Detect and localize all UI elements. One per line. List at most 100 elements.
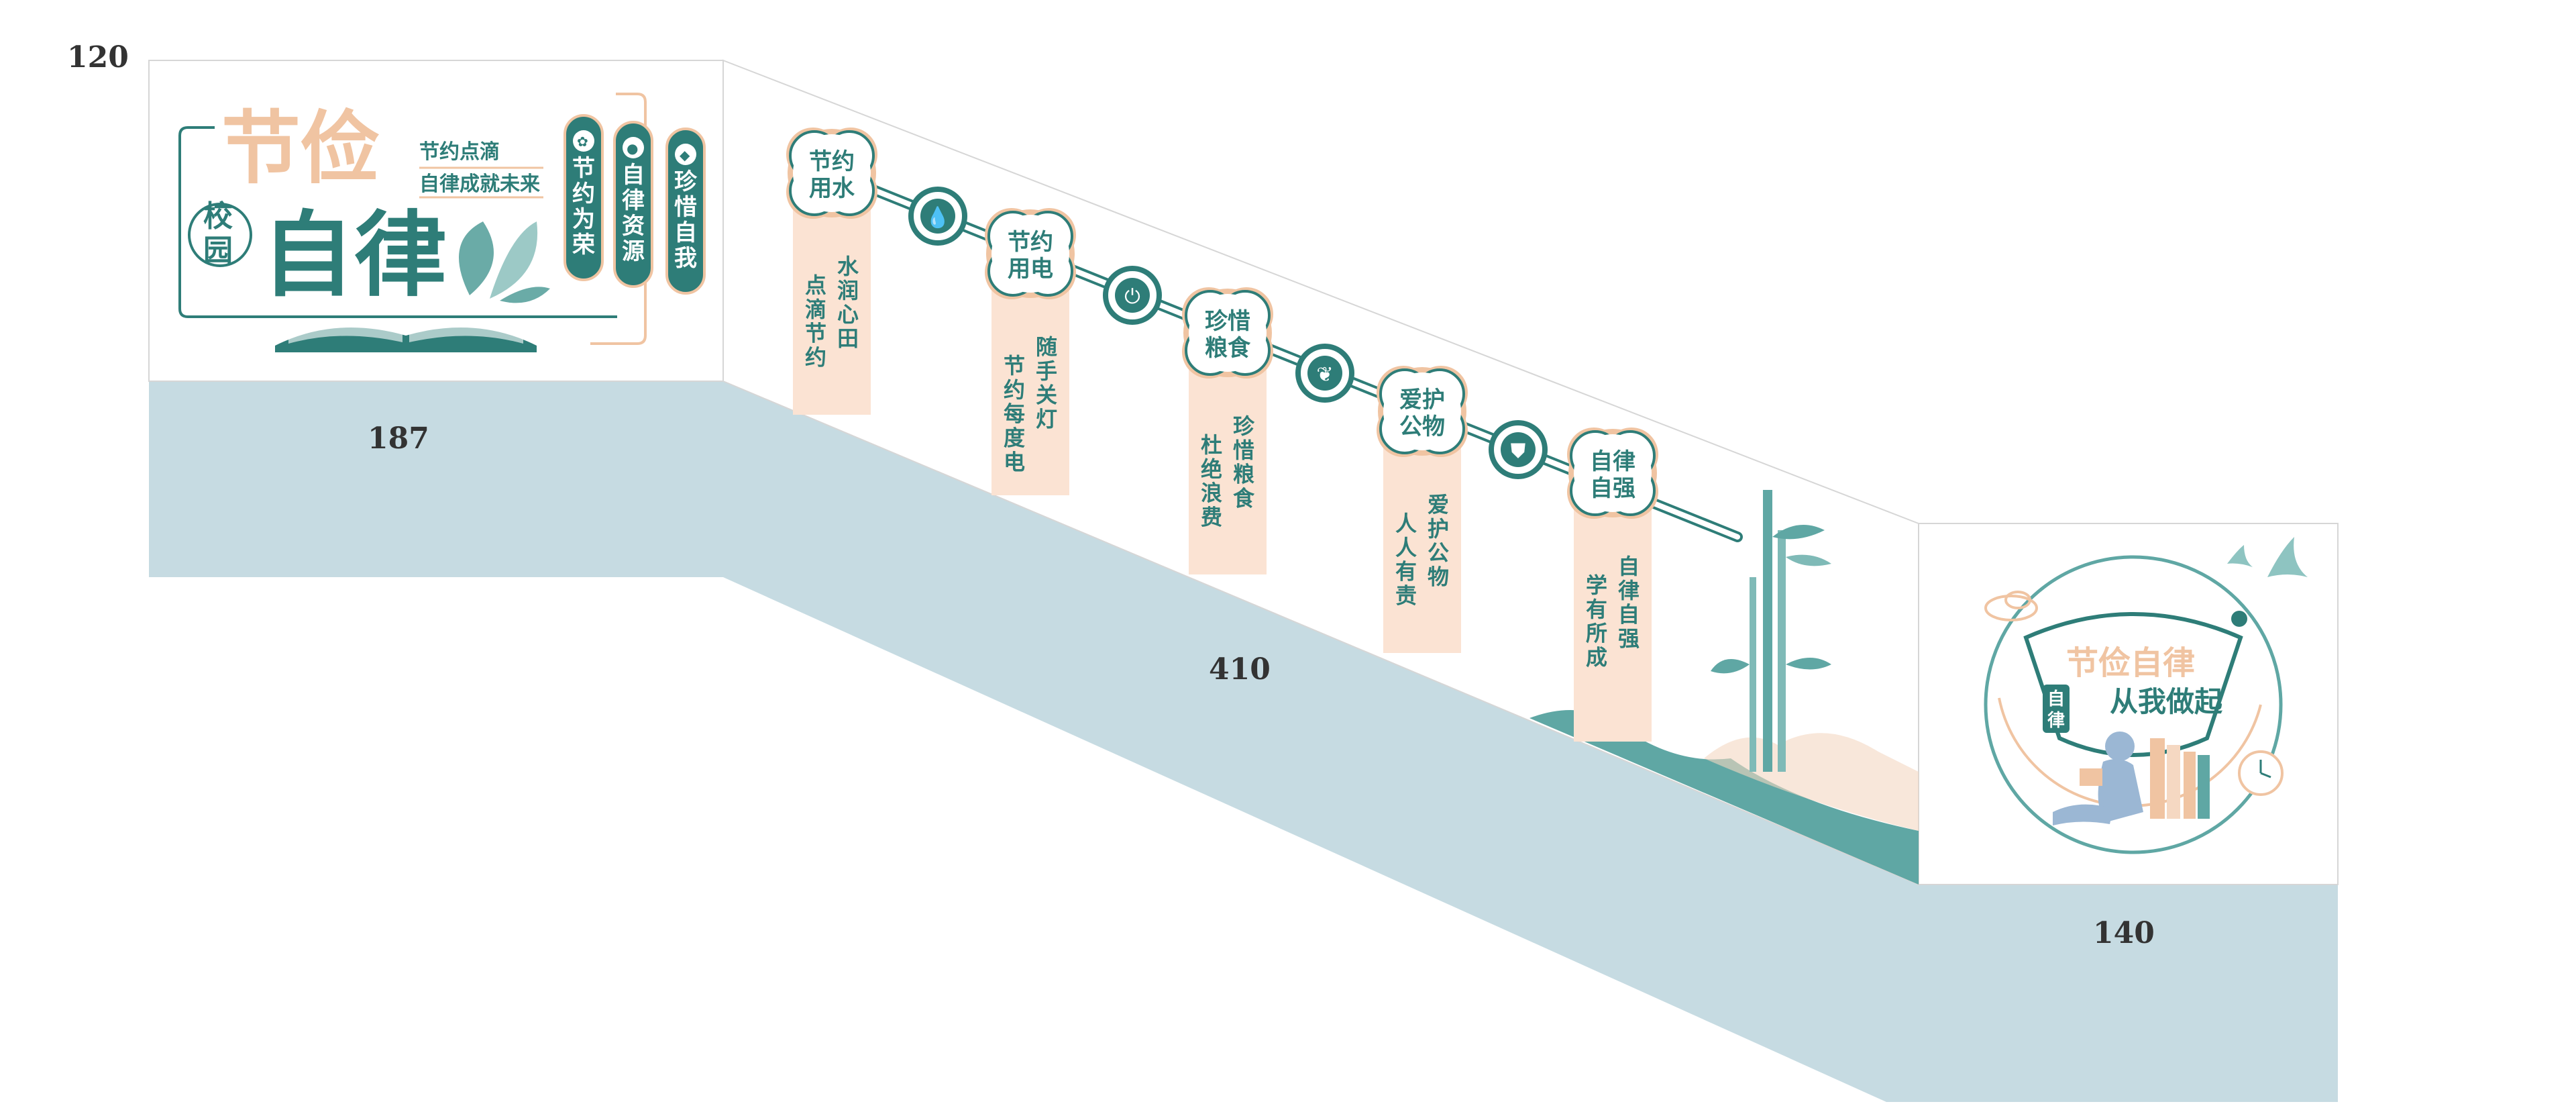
plug-icon: ⏻: [1103, 266, 1162, 325]
right-title: 节俭自律: [2066, 644, 2195, 682]
verse-line-2-char: 滴: [805, 297, 826, 322]
water-drop-icon: 💧: [908, 187, 967, 246]
verse-line-2-char: 绝: [1201, 456, 1222, 482]
verse-line-2-char: 节: [1004, 353, 1025, 379]
verse-line-1-char: 润: [837, 278, 859, 303]
tag-1: ✿: [564, 114, 604, 281]
verse-line-2-char: 每: [1004, 401, 1025, 427]
verse-line-2-char: 节: [805, 321, 826, 346]
verse-line-2-char: 责: [1395, 583, 1417, 609]
verse-line-1-char: 自: [1618, 602, 1640, 627]
dimension-left-width: 187: [368, 421, 429, 456]
verse-line-1-char: 护: [1428, 516, 1449, 542]
school-char-1: 校: [203, 199, 233, 234]
verse-line-2-char: 浪: [1201, 481, 1222, 506]
verse-line-2-char: 约: [805, 345, 826, 370]
verse-line-2-char: 度: [1004, 425, 1025, 451]
verse-line-2-char: 杜: [1201, 432, 1222, 458]
wheat-icon-glyph: ❦: [1316, 363, 1333, 387]
verse-line-2-char: 人: [1395, 511, 1417, 536]
school-badge: [188, 203, 252, 267]
tag-2-label-char: 资: [622, 213, 645, 240]
badge-line-1: 珍惜: [1205, 308, 1250, 335]
verse-line-2-char: 电: [1004, 449, 1025, 474]
verse-line-1-char: 随: [1036, 334, 1057, 360]
verse-line-1-char: 粮: [1233, 462, 1254, 487]
tag-3-label-char: 自: [674, 219, 697, 246]
tag-3-label-char: 珍: [674, 168, 698, 195]
plug-icon-glyph: ⏻: [1124, 285, 1140, 309]
verse-banner: [793, 193, 871, 415]
verse-line-1-char: 惜: [1233, 438, 1254, 463]
badge-line-2: 粮食: [1205, 335, 1251, 362]
wheat-icon: ❦: [1295, 344, 1354, 403]
left-slogan-2: 自律成就未来: [419, 172, 540, 196]
verse-line-1-char: 爱: [1428, 492, 1449, 517]
tag-1-label-char: 节: [572, 155, 595, 182]
right-subtitle: 从我做起: [2110, 685, 2223, 718]
bird-icon: [2227, 537, 2308, 577]
verse-banner: [1574, 493, 1652, 742]
dimension-right-width: 140: [2093, 916, 2155, 950]
shield-icon-glyph: ⛊: [1511, 440, 1526, 463]
verse-line-1-char: 珍: [1233, 413, 1255, 439]
book-icon: [275, 324, 537, 352]
verse-line-2-char: 人: [1395, 535, 1417, 560]
badge-line-2: 用水: [809, 175, 855, 202]
fan-shape: [2023, 612, 2243, 757]
leaf-icon: ✿: [577, 134, 588, 150]
left-title-top: 节俭: [221, 102, 380, 195]
tag-1-label-char: 荣: [572, 232, 595, 258]
verse-line-2-char: 成: [1586, 645, 1607, 670]
badge-line-2: 自强: [1590, 475, 1635, 502]
tag-2: ●: [613, 121, 653, 288]
bamboo-decoration: [1711, 490, 1831, 772]
badge-line-1: 节约: [1008, 229, 1053, 256]
verse-line-2-char: 有: [1395, 559, 1417, 585]
cloud-icon: [1984, 591, 2038, 621]
decor-ring: [1984, 555, 2283, 854]
tag-1-label-char: 为: [572, 206, 595, 233]
verse-line-1-char: 水: [837, 254, 859, 279]
books-icon: [2150, 738, 2210, 819]
tag-2-label-char: 律: [622, 187, 645, 214]
verse-line-1-char: 食: [1233, 486, 1255, 511]
verse-line-1-char: 灯: [1036, 407, 1057, 432]
verse-line-2-char: 有: [1586, 597, 1607, 622]
reading-child-figure: [2053, 732, 2143, 825]
water-drop-icon: ◆: [680, 147, 690, 163]
verse-line-1-char: 公: [1428, 540, 1449, 566]
badge-line-1: 节约: [809, 148, 855, 175]
verse-banner: [1189, 353, 1267, 574]
stamp-char-1: 自: [2047, 689, 2065, 709]
verse-line-1-char: 手: [1036, 358, 1057, 384]
verse-line-1-char: 物: [1428, 564, 1449, 590]
left-title-main: 自律: [262, 201, 447, 309]
verse-line-2-char: 所: [1586, 621, 1607, 646]
tag-2-label-char: 自: [622, 162, 645, 189]
dimension-middle-width: 410: [1209, 652, 1271, 687]
stamp: [2043, 685, 2070, 733]
tag-1-label-char: 约: [572, 181, 595, 207]
verse-line-1-char: 律: [1618, 578, 1640, 603]
